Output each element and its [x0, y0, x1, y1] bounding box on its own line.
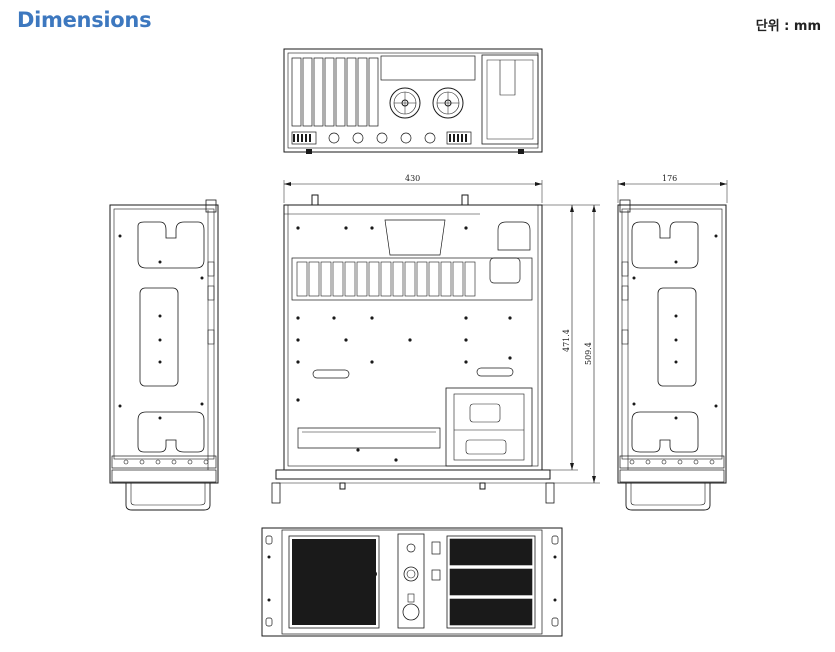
overall-depth-dimension-label: 509.4: [584, 342, 593, 365]
fan-icon: [432, 87, 464, 119]
height-dimension-label: 176: [662, 174, 677, 183]
width-dimension-label: 430: [405, 174, 420, 183]
left-side-view: [109, 199, 219, 511]
fan-icon: [389, 87, 421, 119]
top-view: [271, 180, 600, 504]
front-view: [261, 527, 563, 637]
right-side-view: [617, 180, 728, 511]
unit-label: 단위 : mm: [755, 19, 821, 34]
depth-dimension-label: 471.4: [562, 329, 571, 352]
rear-view: [283, 48, 543, 154]
page-title: Dimensions: [17, 8, 152, 32]
